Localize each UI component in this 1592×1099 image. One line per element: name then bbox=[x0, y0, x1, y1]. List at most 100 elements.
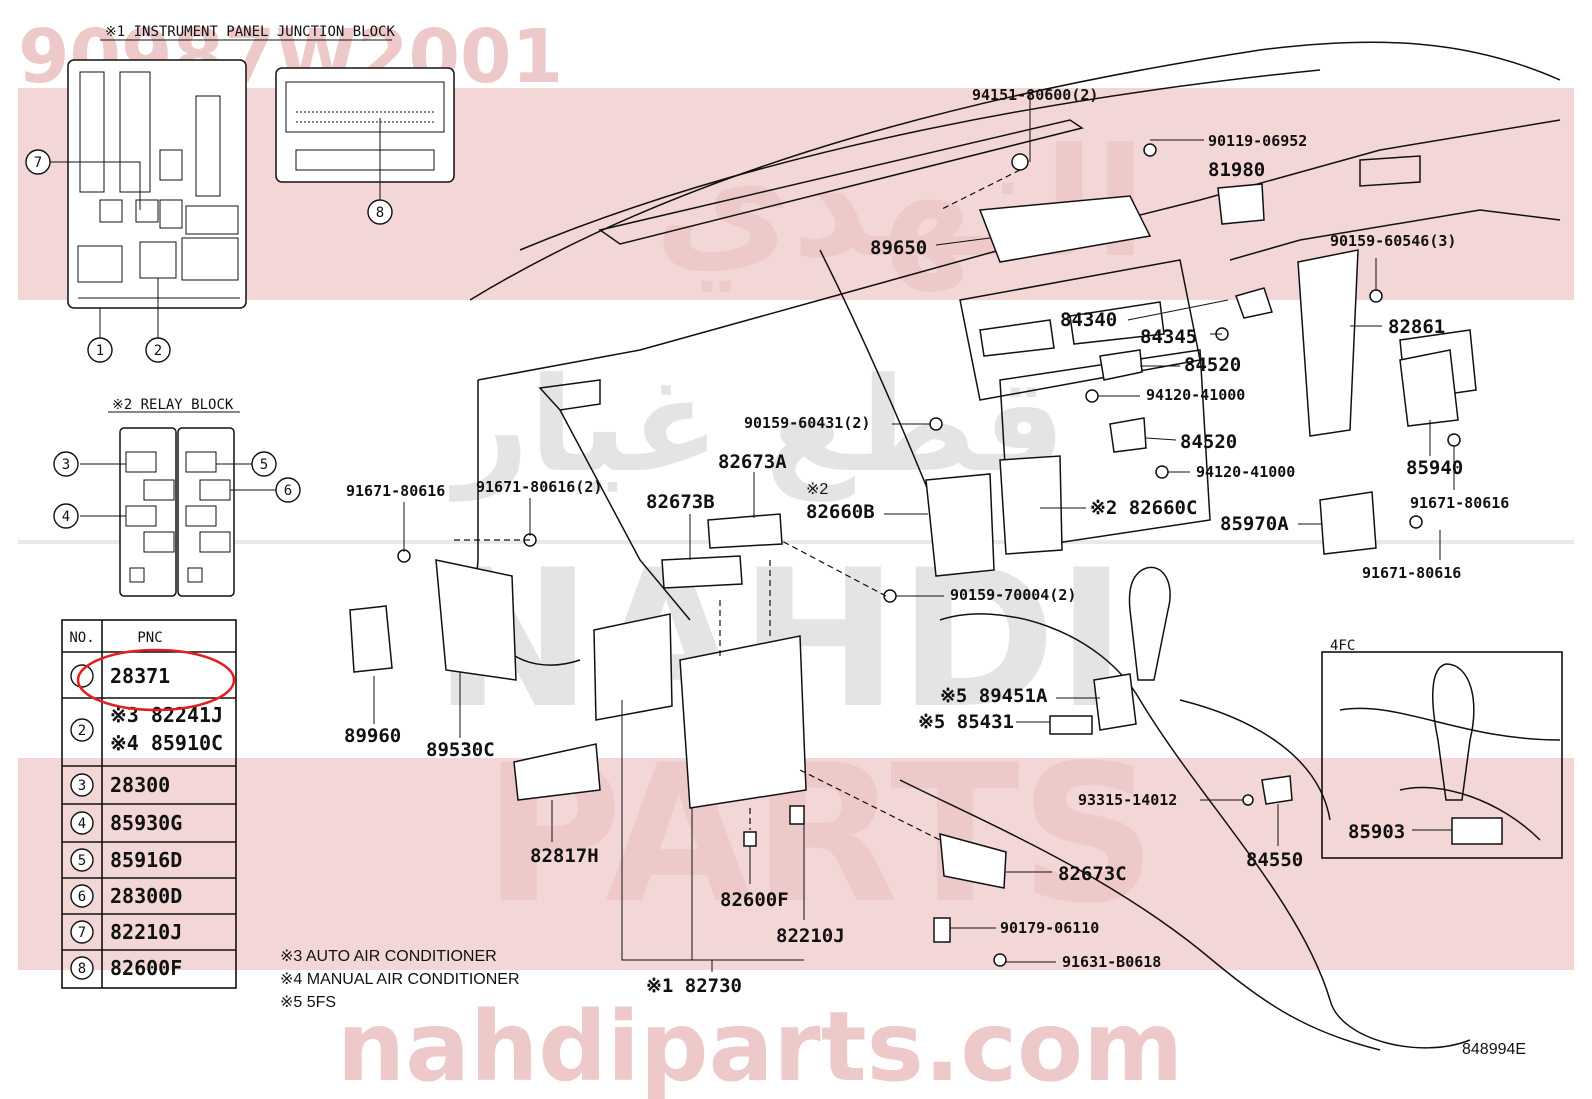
junction-block-front bbox=[67, 59, 247, 309]
part-82660c bbox=[999, 455, 1063, 555]
leader-84340 bbox=[1127, 299, 1229, 321]
part-84520-a bbox=[1099, 349, 1143, 381]
part-labels: 94151-80600(2) 90119-06952 81980 89650 9… bbox=[344, 86, 1509, 997]
table-row-no: 8 bbox=[78, 961, 86, 977]
junction-slot bbox=[159, 199, 183, 229]
marker-circle-6 bbox=[275, 477, 301, 503]
note-manual-ac: ※4 MANUAL AIR CONDITIONER bbox=[280, 971, 520, 988]
part-82673c bbox=[939, 832, 1007, 889]
junction-block-side bbox=[275, 67, 455, 183]
console-outline bbox=[939, 613, 1471, 1049]
marker-circle-3 bbox=[53, 451, 79, 477]
part-89650-ecu bbox=[978, 195, 1152, 263]
inset-console-line bbox=[1339, 707, 1561, 741]
shift-knob bbox=[1128, 566, 1171, 681]
label-85940: 85940 bbox=[1406, 457, 1463, 479]
relay-mount-hole bbox=[187, 567, 203, 583]
inset-frame bbox=[1321, 651, 1563, 859]
marker-circle-2 bbox=[145, 337, 171, 363]
relay-slot bbox=[185, 505, 217, 527]
leader-84520-b bbox=[1145, 437, 1177, 441]
part-82600f bbox=[743, 831, 757, 847]
label-91631-b0618: 91631-B0618 bbox=[1062, 953, 1161, 971]
marker-8-text: 8 bbox=[376, 205, 384, 221]
label-90159-70004: 90159-70004(2) bbox=[950, 586, 1076, 604]
part-82861-bracket bbox=[1297, 249, 1359, 437]
junction-slot bbox=[135, 199, 159, 223]
part-91671-bolt bbox=[1447, 433, 1461, 447]
part-91631-bolt bbox=[993, 953, 1007, 967]
dash-top-edge-inner bbox=[519, 69, 1321, 251]
label-85970a: 85970A bbox=[1220, 513, 1289, 535]
label-91671-80616-a: 91671-80616 bbox=[346, 482, 445, 500]
label-91671-80616-c: 91671-80616 bbox=[1362, 564, 1461, 582]
table-row-pnc: 28300 bbox=[110, 773, 170, 797]
highlight-ellipse bbox=[76, 648, 236, 712]
notes: ※3 AUTO AIR CONDITIONER ※4 MANUAL AIR CO… bbox=[280, 948, 520, 1011]
part-82817h bbox=[513, 743, 601, 801]
dash-lower-left bbox=[559, 409, 691, 621]
table-row-no: 4 bbox=[78, 816, 86, 832]
label-84520-a: 84520 bbox=[1184, 354, 1241, 376]
note-5fs: ※5 5FS bbox=[280, 994, 336, 1011]
junction-slot bbox=[159, 149, 183, 181]
label-82861: 82861 bbox=[1388, 316, 1445, 338]
left-speaker-grille bbox=[538, 379, 601, 411]
junction-slot bbox=[185, 205, 239, 235]
part-89451a bbox=[1093, 673, 1137, 731]
table-row-number-circle bbox=[70, 718, 94, 742]
label-81980: 81980 bbox=[1208, 159, 1265, 181]
label-82730: ※1 82730 bbox=[646, 975, 742, 997]
relay-slot bbox=[143, 479, 175, 501]
part-91671-bolt bbox=[1409, 515, 1423, 529]
label-84340: 84340 bbox=[1060, 309, 1117, 331]
label-84520-b: 84520 bbox=[1180, 431, 1237, 453]
marker-7-text: 7 bbox=[34, 155, 42, 171]
leader-82730-bracket bbox=[621, 700, 804, 961]
table-row-pnc: 85930G bbox=[110, 811, 182, 835]
label-82673b: 82673B bbox=[646, 491, 715, 513]
label-90179-06110: 90179-06110 bbox=[1000, 919, 1099, 937]
junction-slot bbox=[77, 245, 123, 283]
label-89960: 89960 bbox=[344, 725, 401, 747]
part-82730-junction-block bbox=[679, 635, 807, 809]
pnc-table: NO. PNC 1 28371 2 ※3 82241J ※4 85910C 3 … bbox=[61, 619, 237, 989]
part-bolt bbox=[1143, 143, 1157, 157]
part-81980 bbox=[1217, 183, 1265, 225]
relay-slot bbox=[185, 451, 217, 473]
note-auto-ac: ※3 AUTO AIR CONDITIONER bbox=[280, 948, 497, 965]
leader-dashed bbox=[939, 169, 1021, 211]
watermark-band-bottom bbox=[18, 758, 1574, 970]
parts bbox=[349, 143, 1461, 967]
label-94120-41000-b: 94120-41000 bbox=[1196, 463, 1295, 481]
label-90159-60431: 90159-60431(2) bbox=[744, 414, 870, 432]
table-row-number-circle bbox=[70, 920, 94, 944]
dash-pillar bbox=[819, 249, 941, 521]
leader-lines bbox=[373, 95, 1455, 972]
label-82660b: 82660B bbox=[806, 501, 875, 523]
label-94151-80600: 94151-80600(2) bbox=[972, 86, 1098, 104]
dash-top-edge bbox=[469, 41, 1561, 301]
speaker-grille bbox=[1359, 155, 1421, 187]
part-82660b bbox=[925, 473, 995, 577]
label-90159-60546: 90159-60546(3) bbox=[1330, 232, 1456, 250]
part-94120-nut bbox=[1085, 389, 1099, 403]
junction-connector-bank bbox=[285, 81, 445, 133]
table-col-pnc-header: PNC bbox=[137, 630, 162, 646]
label-89650: 89650 bbox=[870, 237, 927, 259]
label-82600f: 82600F bbox=[720, 889, 789, 911]
dash-right-top bbox=[1229, 209, 1561, 261]
watermark-rule bbox=[18, 540, 1574, 544]
watermark-url: nahdiparts.com bbox=[337, 991, 1183, 1099]
inset-console-line bbox=[1399, 786, 1541, 841]
inset-header: 4FC bbox=[1330, 638, 1355, 654]
marker-circle-7 bbox=[25, 149, 51, 175]
table-row-no: 5 bbox=[78, 853, 86, 869]
part-90159-60546-bolt bbox=[1369, 289, 1383, 303]
marker-circle-4 bbox=[53, 503, 79, 529]
label-82673a: 82673A bbox=[718, 451, 787, 473]
vent-left bbox=[979, 319, 1055, 357]
part-84520-b bbox=[1109, 417, 1147, 453]
table-row-number-circle bbox=[70, 773, 94, 797]
